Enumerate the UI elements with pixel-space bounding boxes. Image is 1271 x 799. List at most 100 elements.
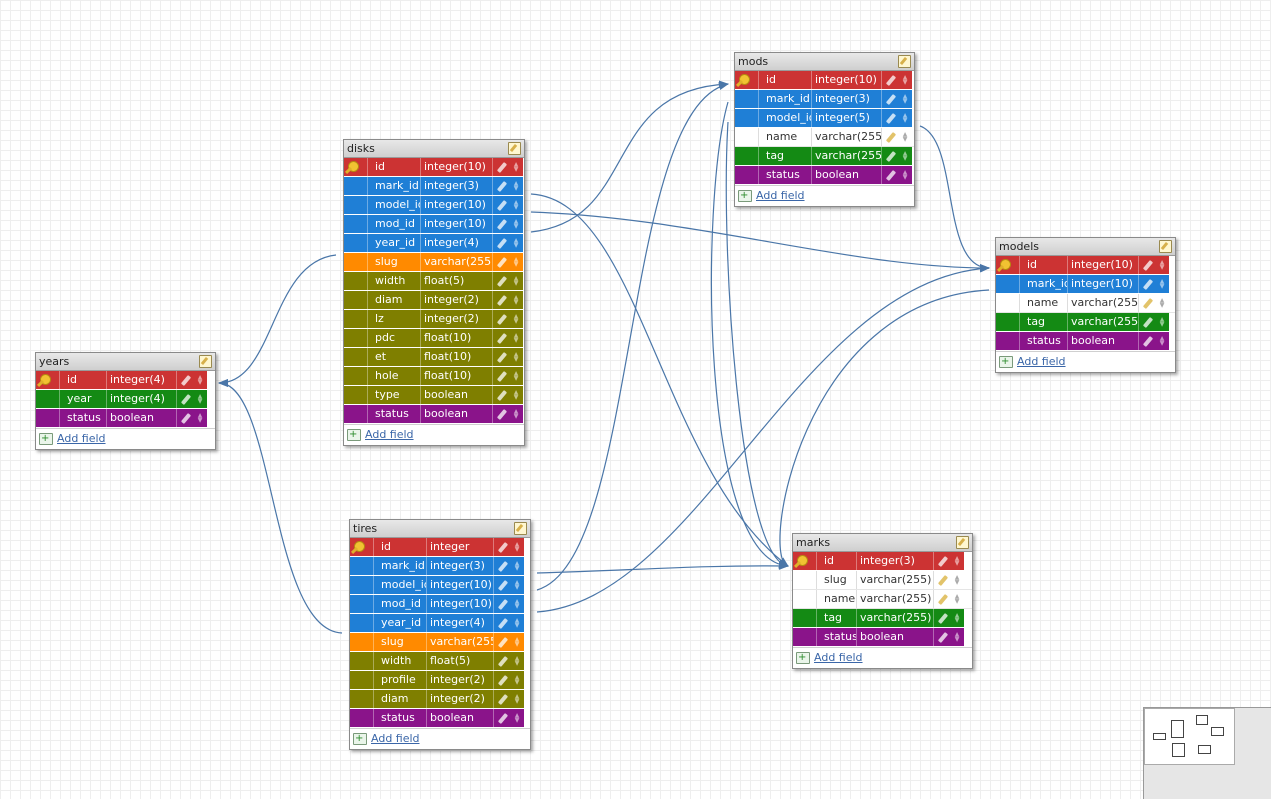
minimap-viewport[interactable] <box>1144 708 1235 765</box>
table-title[interactable]: models <box>996 238 1175 256</box>
table-title[interactable]: disks <box>344 140 524 158</box>
reorder-arrows-icon[interactable]: ▲▼ <box>513 275 519 287</box>
reorder-arrows-icon[interactable]: ▲▼ <box>902 112 908 124</box>
add-field-icon[interactable] <box>796 648 810 668</box>
pencil-icon[interactable] <box>1142 260 1154 271</box>
pencil-icon[interactable] <box>496 314 508 325</box>
reorder-arrows-icon[interactable]: ▲▼ <box>513 370 519 382</box>
pencil-icon[interactable] <box>496 333 508 344</box>
edit-table-icon[interactable] <box>956 536 969 549</box>
pencil-icon[interactable] <box>1142 317 1154 328</box>
reorder-arrows-icon[interactable]: ▲▼ <box>513 351 519 363</box>
add-field-link[interactable]: Add field <box>57 432 106 445</box>
pencil-icon[interactable] <box>937 632 949 643</box>
add-field-link[interactable]: Add field <box>756 189 805 202</box>
reorder-arrows-icon[interactable]: ▲▼ <box>197 412 203 424</box>
pencil-icon[interactable] <box>497 542 509 553</box>
pencil-icon[interactable] <box>497 637 509 648</box>
reorder-arrows-icon[interactable]: ▲▼ <box>1159 335 1165 347</box>
reorder-arrows-icon[interactable]: ▲▼ <box>902 131 908 143</box>
reorder-arrows-icon[interactable]: ▲▼ <box>197 393 203 405</box>
pencil-icon[interactable] <box>885 151 897 162</box>
add-field-link[interactable]: Add field <box>371 732 420 745</box>
pencil-icon[interactable] <box>885 113 897 124</box>
edit-table-icon[interactable] <box>508 142 521 155</box>
add-field-icon[interactable] <box>39 429 53 449</box>
reorder-arrows-icon[interactable]: ▲▼ <box>902 74 908 86</box>
pencil-icon[interactable] <box>497 561 509 572</box>
reorder-arrows-icon[interactable]: ▲▼ <box>513 313 519 325</box>
pencil-icon[interactable] <box>496 390 508 401</box>
add-field-icon[interactable] <box>353 729 367 749</box>
pencil-icon[interactable] <box>496 295 508 306</box>
reorder-arrows-icon[interactable]: ▲▼ <box>513 180 519 192</box>
pencil-icon[interactable] <box>885 170 897 181</box>
reorder-arrows-icon[interactable]: ▲▼ <box>513 408 519 420</box>
reorder-arrows-icon[interactable]: ▲▼ <box>514 655 520 667</box>
pencil-icon[interactable] <box>180 413 192 424</box>
pencil-icon[interactable] <box>497 694 509 705</box>
pencil-icon[interactable] <box>937 594 949 605</box>
edit-table-icon[interactable] <box>514 522 527 535</box>
add-field-link[interactable]: Add field <box>1017 355 1066 368</box>
pencil-icon[interactable] <box>497 580 509 591</box>
pencil-icon[interactable] <box>496 181 508 192</box>
table-title[interactable]: marks <box>793 534 972 552</box>
reorder-arrows-icon[interactable]: ▲▼ <box>514 617 520 629</box>
edit-table-icon[interactable] <box>199 355 212 368</box>
pencil-icon[interactable] <box>180 394 192 405</box>
pencil-icon[interactable] <box>497 599 509 610</box>
pencil-icon[interactable] <box>885 75 897 86</box>
reorder-arrows-icon[interactable]: ▲▼ <box>514 598 520 610</box>
rel-tires-model-to-mods[interactable] <box>536 82 729 591</box>
add-field-link[interactable]: Add field <box>365 428 414 441</box>
add-field-icon[interactable] <box>999 352 1013 372</box>
pencil-icon[interactable] <box>496 162 508 173</box>
minimap[interactable] <box>1143 707 1271 799</box>
pencil-icon[interactable] <box>496 276 508 287</box>
reorder-arrows-icon[interactable]: ▲▼ <box>514 541 520 553</box>
reorder-arrows-icon[interactable]: ▲▼ <box>1159 278 1165 290</box>
pencil-icon[interactable] <box>496 371 508 382</box>
rel-models-mark-to-marks[interactable] <box>778 289 990 568</box>
pencil-icon[interactable] <box>885 94 897 105</box>
reorder-arrows-icon[interactable]: ▲▼ <box>954 555 960 567</box>
